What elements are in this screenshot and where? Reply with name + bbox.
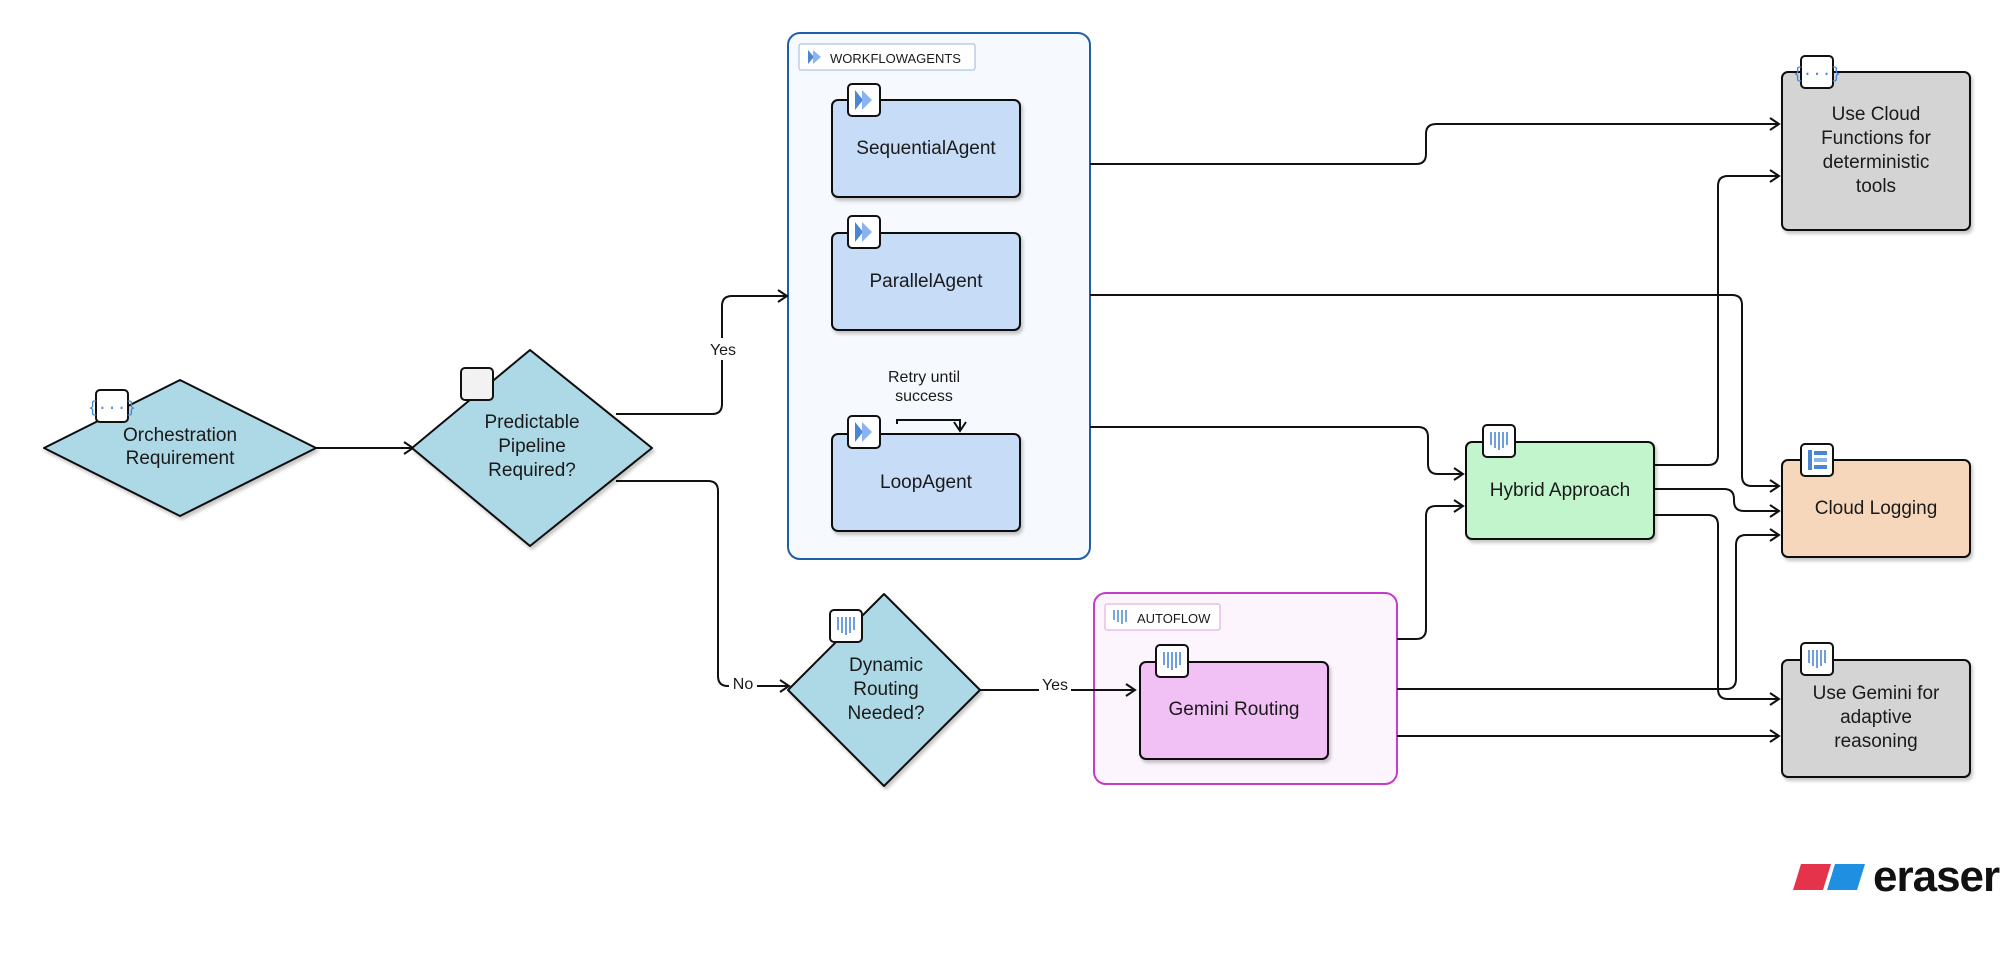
node-label: ParallelAgent	[869, 271, 983, 292]
eraser-logo-icon	[1793, 864, 1865, 890]
node-hybrid-approach[interactable]: Hybrid Approach	[1465, 441, 1655, 540]
vertex-ai-icon	[1482, 424, 1516, 458]
group-label-frame	[1104, 603, 1221, 631]
arrowhead	[1125, 683, 1137, 697]
vertex-ai-icon	[1800, 642, 1834, 676]
svg-text:{···}: {···}	[1793, 65, 1841, 83]
arrowhead	[779, 679, 791, 693]
node-label: Cloud Logging	[1815, 498, 1938, 519]
edge-label-no: No	[733, 676, 754, 693]
function-braces-icon: {···}	[88, 389, 136, 423]
node-label-line1: Predictable	[484, 412, 579, 433]
node-label-line4: tools	[1856, 176, 1896, 197]
vertex-ai-icon	[1113, 610, 1127, 624]
vertex-ai-icon	[829, 609, 863, 643]
arrowhead	[1453, 467, 1465, 481]
arrowhead	[1769, 692, 1781, 706]
decision-dynamic-routing[interactable]: Dynamic Routing Needed?	[787, 593, 981, 787]
node-box	[1781, 459, 1971, 558]
node-label-line2: adaptive	[1840, 707, 1912, 728]
arrowhead	[1769, 528, 1781, 542]
node-label: SequentialAgent	[856, 138, 996, 159]
workflow-agent-icon	[847, 83, 881, 117]
node-label: LoopAgent	[880, 472, 973, 493]
logging-icon	[1800, 443, 1834, 477]
eraser-wordmark: eraser	[1873, 852, 2000, 901]
group-label-autoflow: AUTOFLOW	[1137, 611, 1211, 626]
edge-label-yes: Yes	[1042, 677, 1068, 694]
node-label-line3: Needed?	[847, 703, 924, 724]
arrowhead	[1453, 499, 1465, 513]
edge-label-yes: Yes	[710, 342, 736, 359]
group-label-workflowagents: WORKFLOWAGENTS	[830, 51, 961, 66]
node-loop-agent[interactable]: LoopAgent	[831, 433, 1021, 532]
arrowhead	[1769, 729, 1781, 743]
arrowhead	[1769, 504, 1781, 518]
edge-parallel-cloud-logging	[1090, 294, 1778, 487]
node-box	[1465, 441, 1655, 540]
node-label-line3: deterministic	[1823, 152, 1930, 173]
node-label: Gemini Routing	[1169, 699, 1300, 720]
node-label-line2: Routing	[853, 679, 919, 700]
node-box	[831, 99, 1021, 198]
decision-predictable-pipeline[interactable]: Predictable Pipeline Required?	[411, 349, 653, 547]
node-label-line3: reasoning	[1834, 731, 1917, 752]
node-label-line2: Pipeline	[498, 436, 566, 457]
edge-predictable-dynamic	[616, 480, 788, 687]
group-label-frame	[798, 43, 976, 71]
edge-hybrid-gemini-adaptive	[1654, 514, 1778, 700]
edge-autoflow-hybrid	[1397, 505, 1462, 640]
workflow-agent-icon	[847, 415, 881, 449]
edge-hybrid-cloud-logging	[1654, 488, 1778, 512]
node-gemini-adaptive[interactable]: Use Gemini for adaptive reasoning	[1781, 659, 1971, 778]
edge-sequential-cloud-functions	[1090, 123, 1778, 165]
node-box	[1781, 659, 1971, 778]
node-label: Hybrid Approach	[1490, 480, 1630, 501]
edge-label-retry-line2: success	[895, 388, 953, 405]
node-box	[1139, 661, 1329, 760]
node-label-line2: Requirement	[126, 448, 235, 469]
node-label-line2: Functions for	[1821, 128, 1931, 149]
node-parallel-agent[interactable]: ParallelAgent	[831, 232, 1021, 331]
function-braces-icon: {···}	[1793, 55, 1841, 89]
node-label-line1: Orchestration	[123, 425, 237, 446]
edge-autoflow-cloud-logging	[1397, 534, 1778, 690]
arrowhead	[777, 289, 789, 303]
node-label-line1: Use Gemini for	[1813, 683, 1940, 704]
node-cloud-functions[interactable]: Use Cloud Functions for deterministic to…	[1781, 71, 1971, 231]
edge-label-retry-line1: Retry until	[888, 369, 960, 386]
node-box	[831, 433, 1021, 532]
edge-labels: Yes No Yes Retry until success	[708, 338, 1071, 695]
node-box	[1781, 71, 1971, 231]
arrowhead	[953, 421, 967, 433]
node-gemini-routing[interactable]: Gemini Routing	[1139, 661, 1329, 760]
node-sequential-agent[interactable]: SequentialAgent	[831, 99, 1021, 198]
arrowhead	[1769, 479, 1781, 493]
node-box	[831, 232, 1021, 331]
node-label-line1: Dynamic	[849, 655, 923, 676]
svg-text:{···}: {···}	[88, 399, 136, 417]
decision-orchestration-requirement[interactable]: Orchestration Requirement	[43, 379, 317, 517]
eraser-logo: eraser	[1793, 852, 2000, 901]
node-cloud-logging[interactable]: Cloud Logging	[1781, 459, 1971, 558]
workflow-agent-icon	[808, 50, 821, 64]
arrowhead	[1769, 169, 1781, 183]
node-label-line3: Required?	[488, 460, 576, 481]
blank-icon	[460, 367, 494, 401]
arrowhead	[1769, 117, 1781, 131]
edge-loop-hybrid	[1090, 426, 1462, 475]
node-label-line1: Use Cloud	[1832, 104, 1921, 125]
workflow-agent-icon	[847, 215, 881, 249]
edge-hybrid-cloud-functions	[1654, 175, 1778, 466]
vertex-ai-icon	[1155, 644, 1189, 678]
edge-predictable-workflowagents	[616, 295, 786, 415]
edge-loop-retry	[896, 419, 961, 430]
